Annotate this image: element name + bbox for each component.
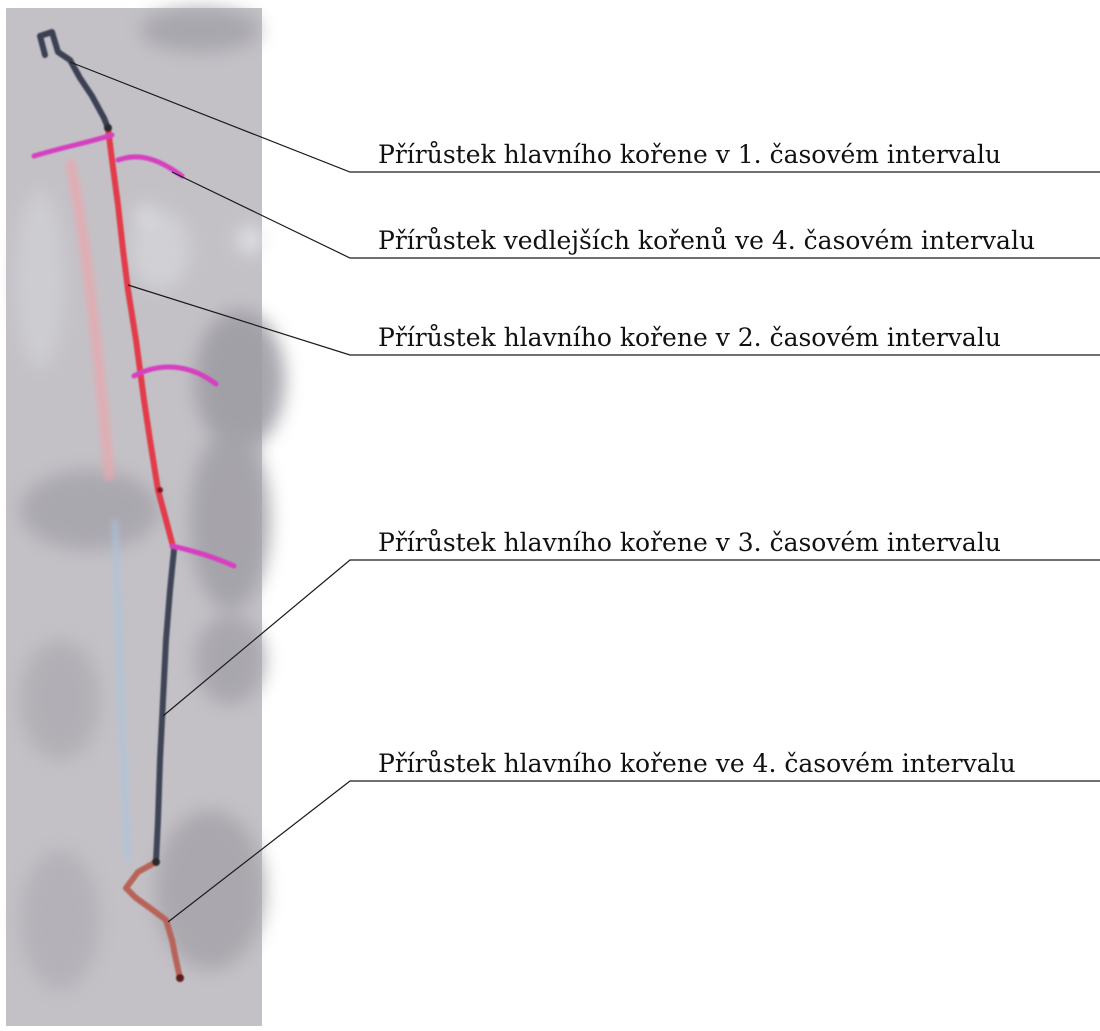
root-photo <box>6 8 285 1026</box>
leader-line-5 <box>168 781 1100 922</box>
leader-line-4 <box>163 560 1100 716</box>
label-main-root-interval-3: Přírůstek hlavního kořene v 3. časovém i… <box>378 530 1001 555</box>
segment-node <box>176 974 184 982</box>
label-main-root-interval-1: Přírůstek hlavního kořene v 1. časovém i… <box>378 142 1001 167</box>
label-lateral-roots-interval-4: Přírůstek vedlejších kořenů ve 4. časové… <box>378 228 1035 253</box>
segment-node <box>157 487 163 493</box>
label-main-root-interval-4: Přírůstek hlavního kořene ve 4. časovém … <box>378 751 1016 776</box>
segment-node <box>104 124 112 132</box>
label-main-root-interval-2: Přírůstek hlavního kořene v 2. časovém i… <box>378 325 1001 350</box>
segment-node <box>152 858 160 866</box>
